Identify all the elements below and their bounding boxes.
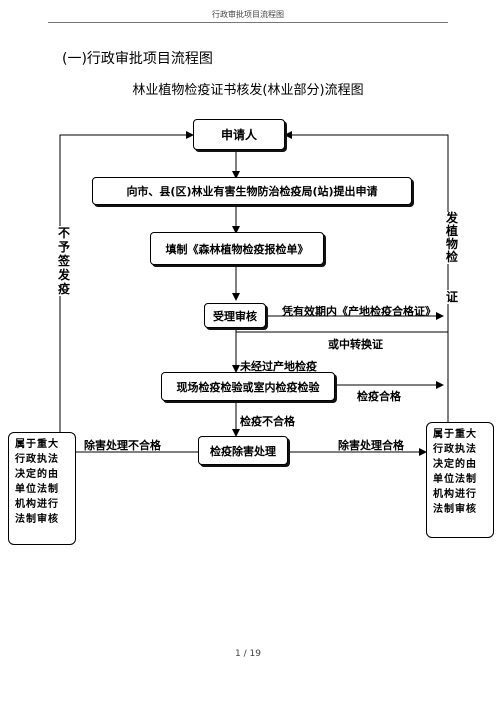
node-fill-form: 填制《森林植物检疫报检单》 (150, 232, 324, 265)
node-inspection: 现场检疫检验或室内检疫检验 (161, 372, 335, 401)
label-no-origin-quarantine: 未经过产地检疫 (240, 360, 317, 373)
node-review: 受理审核 (204, 303, 266, 328)
label-treatment-pass: 除害处理合格 (338, 439, 404, 452)
label-or-transfer: 或中转换证 (328, 338, 383, 351)
label-issue-cert-end: 证 (446, 290, 460, 304)
node-applicant: 申请人 (193, 119, 285, 150)
label-not-issue: 不予签发疫 (58, 226, 72, 296)
arrow-not-issue (59, 131, 194, 432)
section-title: (一)行政审批项目流程图 (62, 51, 213, 67)
node-right-legal-review: 属于重大行政执法决定的由单位法制机构进行法制审核 (426, 422, 494, 538)
header-divider (48, 22, 448, 23)
label-quarantine-pass: 检疫合格 (357, 390, 401, 403)
node-submit-application: 向市、县(区)林业有害生物防治检疫局(站)提出申请 (92, 177, 412, 205)
label-issue-cert: 发植物检 (446, 211, 460, 264)
page-number: 1 / 19 (235, 649, 261, 659)
label-quarantine-fail: 检疫不合格 (240, 415, 295, 428)
node-left-legal-review: 属于重大行政执法决定的由单位法制机构进行法制审核 (8, 432, 76, 545)
arrow-issue-cert (284, 131, 449, 422)
label-valid-cert: 凭有效期内《产地检疫合格证》 (282, 305, 436, 318)
node-eradication: 检疫除害处理 (198, 436, 288, 465)
label-treatment-fail: 除害处理不合格 (84, 439, 161, 452)
diagram-title: 林业植物检疫证书核发(林业部分)流程图 (132, 83, 364, 98)
page-header: 行政审批项目流程图 (212, 10, 284, 19)
